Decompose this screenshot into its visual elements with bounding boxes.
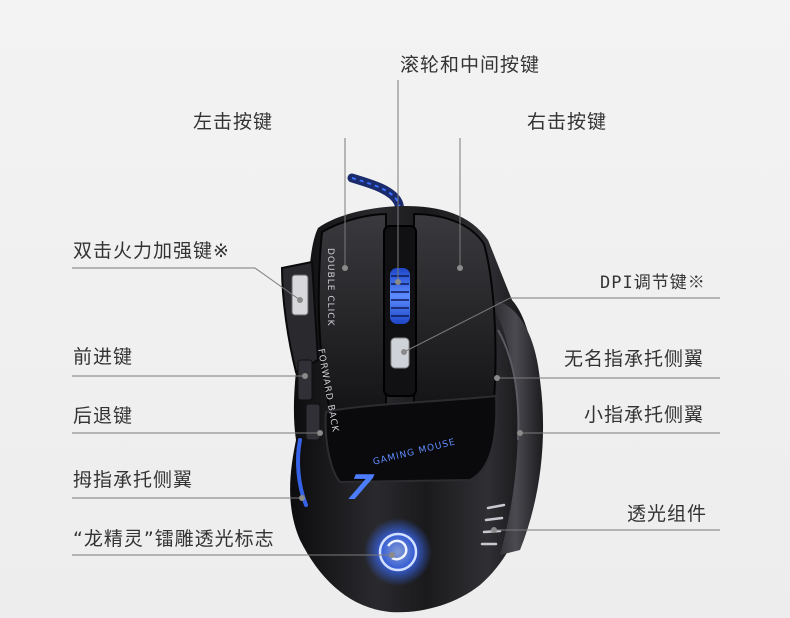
right-button-shape: [413, 212, 497, 412]
double-click-button-shape: [291, 274, 309, 316]
label-forward: 前进键: [73, 346, 134, 368]
label-right-click: 右击按键: [527, 111, 608, 133]
right-support-wing: [488, 300, 544, 555]
label-logo: “龙精灵”镭雕透光标志: [73, 528, 275, 550]
back-button-shape: [305, 403, 321, 441]
leader-double-click: [72, 267, 301, 301]
label-dpi: DPI调节键※: [600, 273, 706, 293]
label-light-parts: 透光组件: [627, 503, 708, 525]
label-left-click: 左击按键: [193, 111, 274, 133]
label-back: 后退键: [73, 405, 134, 427]
label-ring-finger-wing: 无名指承托侧翼: [564, 348, 705, 370]
forward-button-shape: [297, 359, 313, 401]
label-scroll-middle: 滚轮和中间按键: [400, 54, 541, 76]
label-thumb-wing: 拇指承托侧翼: [73, 469, 194, 491]
left-button-shape: [317, 212, 387, 414]
label-pinky-wing: 小指承托侧翼: [584, 404, 705, 426]
label-double-click: 双击火力加强键※: [73, 240, 230, 262]
dpi-button-shape: [390, 337, 410, 369]
dragon-logo-shape: [378, 532, 418, 572]
leader-dpi: [403, 297, 720, 353]
